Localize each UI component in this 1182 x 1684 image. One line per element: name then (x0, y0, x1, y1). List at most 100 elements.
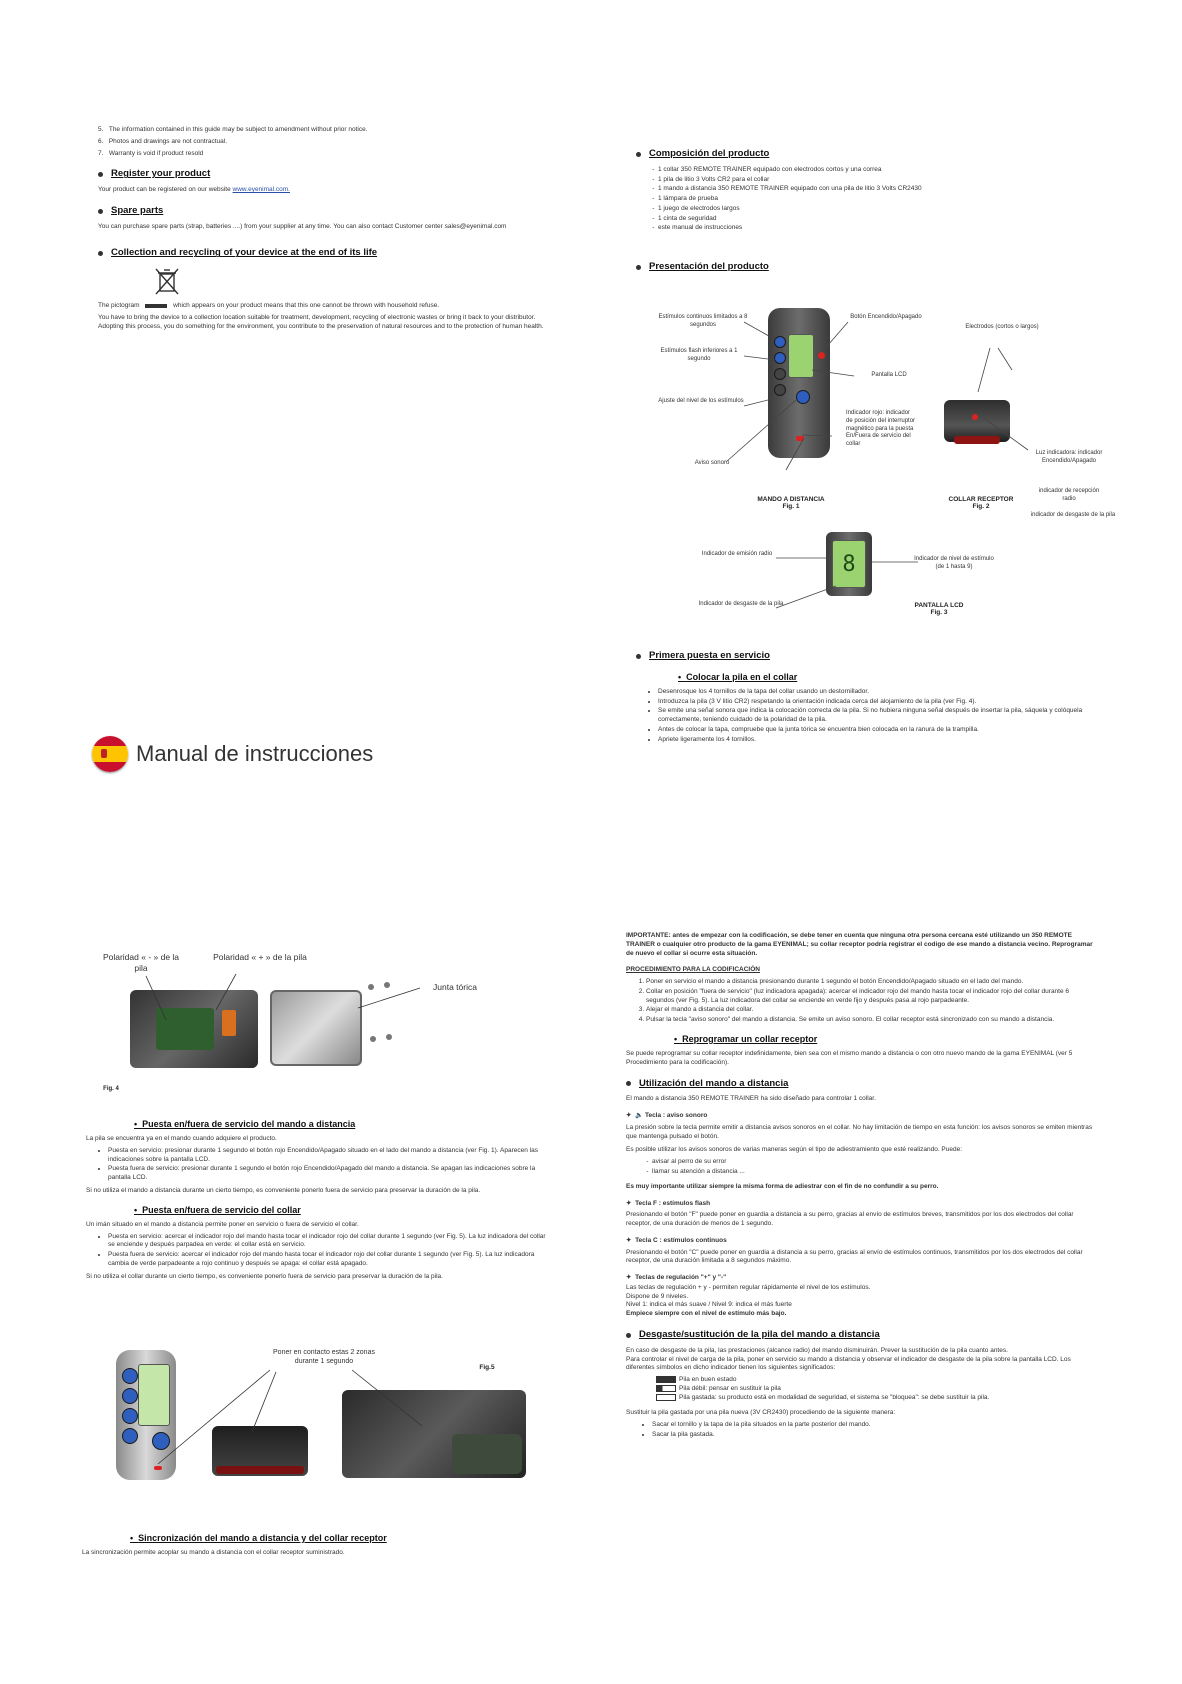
list-item: Se emite una señal sonora que indica la … (658, 707, 1096, 725)
collection-p1: The pictogram which appears on your prod… (98, 302, 440, 310)
tecla-cont-heading: ✦ Tecla C : estímulos continuos (626, 1236, 727, 1244)
note-item: 6. Photos and drawings are not contractu… (98, 137, 227, 145)
remote-collar-contact-image (342, 1390, 526, 1478)
reg-line: Las teclas de regulación + y - permiten … (626, 1283, 871, 1291)
sincronizacion-heading: • Sincronización del mando a distancia y… (130, 1533, 387, 1543)
remote-control-front-image (116, 1350, 176, 1480)
label-continuos: Estímulos continuos limitados a 8 segund… (658, 314, 748, 328)
label-indicador-rojo: Indicador rojo: indicador de posición de… (846, 410, 916, 448)
mando-servicio-intro: La pila se encuentra ya en el mando cuan… (86, 1135, 277, 1143)
remote-control-image (768, 308, 830, 458)
mando-servicio-list: Puesta en servicio: presionar durante 1 … (86, 1147, 554, 1183)
top-left-column: 5. The information contained in this gui… (98, 126, 558, 335)
top-right-column: Composición del producto 1 collar 350 RE… (636, 148, 1096, 279)
desgaste-p2: Para controlar el nivel de carga de la p… (626, 1355, 1071, 1372)
collar-lid-image (270, 990, 362, 1066)
desgaste-heading: Desgaste/sustitución de la pila del mand… (626, 1329, 1096, 1342)
composicion-heading: Composición del producto (636, 148, 1096, 161)
tecla-flash-heading: ✦ Tecla F : estímulos flash (626, 1199, 711, 1207)
label-flash: Estímulos flash inferiores a 1 segundo (660, 348, 738, 362)
desgaste-p3: Sustituir la pila gastada por una pila n… (626, 1408, 896, 1416)
label-desgaste-lcd: Indicador de desgaste de la pila (698, 601, 784, 607)
collar-servicio-intro: Un imán situado en el mando a distancia … (86, 1220, 359, 1228)
manual-title: Manual de instrucciones (92, 736, 373, 772)
fig5-leader-lines (157, 1369, 423, 1465)
label-electrodos: Electrodos (cortos o largos) (965, 324, 1039, 330)
list-item: Collar en posición "fuera de servicio" (… (646, 988, 1096, 1006)
list-item: 1 mando a distancia 350 REMOTE TRAINER e… (658, 185, 1096, 194)
label-junta: Junta tórica (433, 982, 477, 992)
primera-heading: Primera puesta en servicio (636, 650, 1096, 663)
manual-title-text: Manual de instrucciones (136, 741, 374, 766)
remote-power-button (818, 352, 825, 359)
list-item: Puesta fuera de servicio: acercar el ind… (108, 1251, 554, 1269)
list-item: Sacar la pila gastada. (652, 1431, 1096, 1440)
list-item: Antes de colocar la tapa, compruebe que … (658, 726, 1096, 735)
fig5-contact-figure: Poner en contacto estas 2 zonas durante … (116, 1346, 556, 1482)
list-item: Desenrosque los 4 tornillos de la tapa d… (658, 688, 1096, 697)
fig4-battery-figure: Polaridad « - » de la pila Polaridad « +… (96, 950, 566, 1100)
list-item: Pulsar la tecla "aviso sonoro" del mando… (646, 1016, 1096, 1025)
remote-button-minus (774, 384, 786, 396)
fig4-leader-lines (145, 973, 421, 1021)
list-item: 1 lámpara de prueba (658, 195, 1096, 204)
battery-state-empty: Pila gastada: su producto está en modali… (656, 1394, 1096, 1403)
label-desgaste-collar: indicador de desgaste de la pila (1030, 512, 1116, 518)
numbered-notes: 5. The information contained in this gui… (98, 126, 558, 158)
desgaste-list: Sacar el tornillo y la tapa de la pila s… (626, 1421, 1096, 1440)
speaker-icon: 🔈 (635, 1112, 644, 1120)
sincronizacion-text: La sincronización permite acoplar su man… (82, 1549, 345, 1557)
collar-servicio-list: Puesta en servicio: acercar el indicador… (86, 1233, 554, 1269)
label-contacto: Poner en contacto estas 2 zonas durante … (273, 1349, 375, 1366)
spare-parts-text: You can purchase spare parts (strap, bat… (98, 222, 507, 230)
remote-button-plus (774, 368, 786, 380)
label-pol-pos: Polaridad « + » de la pila (213, 952, 307, 962)
label-pol-neg: Polaridad « - » de la pila (102, 952, 180, 974)
usos-list: avisar al perro de su error llamar su at… (626, 1158, 1096, 1177)
battery-low-icon (656, 1385, 676, 1393)
mando-servicio-heading: • Puesta en/fuera de servicio del mando … (134, 1119, 356, 1129)
remote-lcd-screen (788, 334, 814, 378)
reprogramar-text: Se puede reprogramar su collar receptor … (626, 1050, 1073, 1066)
procedimiento-list: Poner en servicio el mando a distancia p… (626, 978, 1096, 1025)
collection-p3: Adopting this process, you do something … (98, 322, 544, 330)
presentacion-heading: Presentación del producto (636, 261, 1096, 274)
procedimiento-heading: PROCEDIMIENTO PARA LA CODIFICACIÓN (626, 966, 760, 974)
caption-fig4: Fig. 4 (103, 1086, 119, 1092)
list-item: Puesta en servicio: acercar el indicador… (108, 1233, 554, 1251)
crossed-bin-icon (153, 266, 181, 296)
remote-button-c (774, 336, 786, 348)
register-text: Your product can be registered on our we… (98, 186, 290, 194)
colocar-pila-heading: • Colocar la pila en el collar (678, 671, 798, 682)
battery-states: Pila en buen estado Pila débil: pensar e… (656, 1376, 1096, 1403)
teclas-reg-heading: ✦ Teclas de regulación "+" y "-" (626, 1274, 727, 1282)
reg-line: Nivel 1: indica el más suave / Nivel 9: … (626, 1301, 792, 1309)
bottom-right-column: IMPORTANTE: antes de empezar con la codi… (626, 932, 1096, 1443)
label-luz: Luz indicadora: indicador Encendido/Apag… (1035, 450, 1103, 464)
usos-intro: Es posible utilizar los avisos sonoros d… (626, 1146, 963, 1154)
list-item: 1 collar 350 REMOTE TRAINER equipado con… (658, 166, 1096, 175)
tecla-sonoro-text: La presión sobre la tecla permite emitir… (626, 1123, 1093, 1140)
list-item: Poner en servicio el mando a distancia p… (646, 978, 1096, 987)
list-item: 1 pila de litio 3 Volts CR2 para el coll… (658, 176, 1096, 185)
collection-heading: Collection and recycling of your device … (98, 247, 558, 260)
battery-state-low: Pila débil: pensar en sustituir la pila (656, 1385, 1096, 1394)
label-pantalla: Pantalla LCD (871, 372, 907, 378)
collection-p2: You have to bring the device to a collec… (98, 314, 536, 322)
importante-note: IMPORTANTE: antes de empezar con la codi… (626, 932, 1093, 957)
composicion-list: 1 collar 350 REMOTE TRAINER equipado con… (636, 166, 1096, 233)
bottom-left-column: • Puesta en/fuera de servicio del mando … (86, 1110, 554, 1284)
remote-button-f (774, 352, 786, 364)
label-boton: Botón Encendido/Apagado (850, 314, 922, 320)
collar-servicio-note: Si no utiliza el collar durante un ciert… (86, 1272, 443, 1280)
battery-full-icon (656, 1376, 676, 1384)
mando-servicio-note: Si no utiliza el mando a distancia duran… (86, 1186, 481, 1194)
product-presentation-figure: Estímulos continuos limitados a 8 segund… (636, 300, 1116, 640)
note-item: 7. Warranty is void if product resold (98, 149, 204, 157)
list-item: Puesta en servicio: presionar durante 1 … (108, 1147, 554, 1165)
list-item: llamar su atención a distancia ... (652, 1168, 1096, 1177)
website-link[interactable]: www.eyenimal.com. (232, 186, 290, 194)
